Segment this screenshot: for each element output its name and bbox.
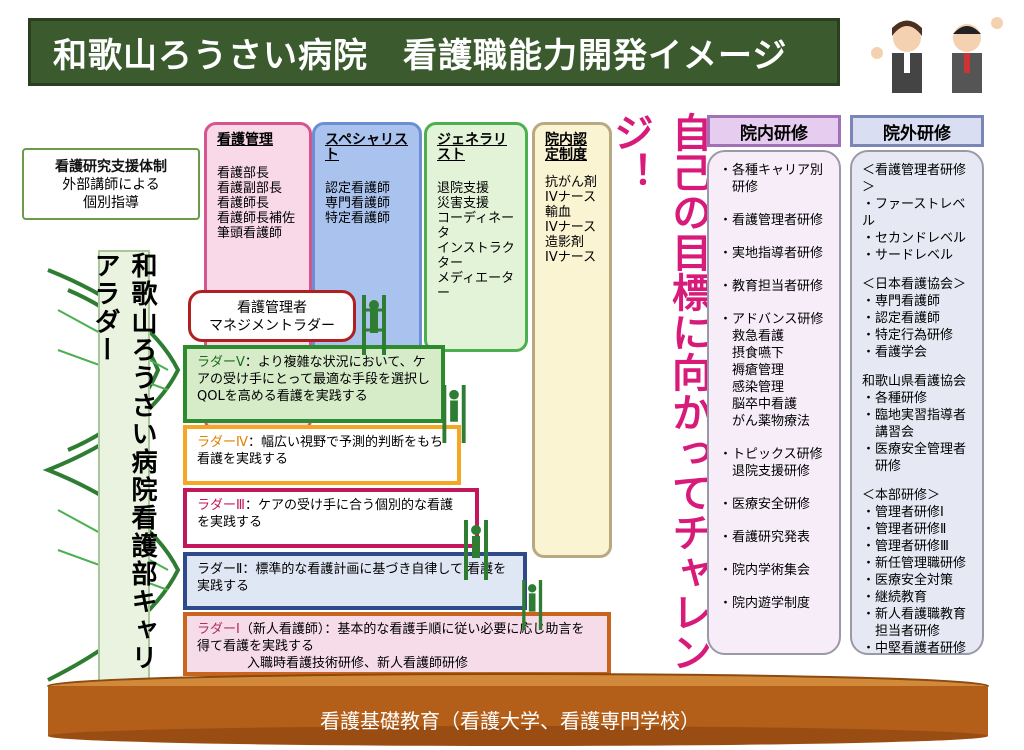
category-title: 院内認定制度	[545, 133, 599, 163]
research-support-box: 看護研究支援体制 外部講師による 個別指導	[22, 148, 200, 220]
ladder-level: ラダーⅤ	[197, 355, 245, 370]
support-line: 外部講師による	[24, 176, 198, 194]
external-header: 院外研修	[850, 115, 984, 147]
people-illustration	[852, 8, 1022, 108]
climber-icon	[440, 385, 470, 443]
category-certification: 院内認定制度 抗がん剤 IVナース 輸血 IVナース 造影剤 IVナース	[532, 122, 612, 558]
in-hospital-header: 院内研修	[707, 115, 841, 147]
external-list: ＜看護管理者研修＞ ・ファーストレベル ・セカンドレベル ・サードレベル ＜日本…	[850, 150, 984, 655]
category-items: 看護部長 看護副部長 看護師長 看護師長補佐 筆頭看護師	[217, 166, 299, 241]
climber-icon	[360, 295, 390, 355]
ladder-level: ラダーⅣ	[197, 435, 248, 450]
challenge-text: 自己の目標に向かってチャレンジ！	[601, 112, 717, 672]
ladder-sub: 入職時看護技術研修、新人看護師研修	[197, 655, 597, 672]
list-item: ・教育担当者研修	[719, 278, 829, 295]
list-item: ＜本部研修＞ ・管理者研修Ⅰ ・管理者研修Ⅱ ・管理者研修Ⅲ ・新任管理職研修 …	[862, 487, 972, 657]
climber-icon	[518, 580, 548, 630]
list-item: 和歌山県看護協会 ・各種研修 ・臨地実習指導者 講習会 ・医療安全管理者 研修	[862, 373, 972, 475]
in-hospital-list: ・各種キャリア別 研修 ・看護管理者研修 ・実地指導者研修 ・教育担当者研修 ・…	[707, 150, 841, 655]
category-items: 退院支援 災害支援 コーディネータ インストラクター メディエーター	[437, 181, 515, 301]
ladder-level: ラダーⅢ	[197, 498, 245, 513]
ladder-3: ラダーⅢ：ケアの受け手に合う個別的な看護を実践する	[183, 488, 479, 548]
list-item: ・看護管理者研修	[719, 212, 829, 229]
list-item: ・院内学術集会	[719, 562, 829, 579]
category-items: 抗がん剤 IVナース 輸血 IVナース 造影剤 IVナース	[545, 175, 599, 265]
list-item: ＜日本看護協会＞ ・専門看護師 ・認定看護師 ・特定行為研修 ・看護学会	[862, 276, 972, 361]
support-line: 個別指導	[24, 194, 198, 212]
ladder-level: ラダーⅠ	[197, 622, 240, 637]
manager-ladder-box: 看護管理者 マネジメントラダー	[188, 290, 356, 342]
list-item: ・医療安全研修	[719, 496, 829, 513]
ladder-text: ：標準的な看護計画に基づき自律して 看護を実践する	[197, 562, 506, 594]
list-item: ・トピックス研修 退院支援研修	[719, 446, 829, 480]
list-item: ・各種キャリア別 研修	[719, 162, 829, 196]
category-items: 認定看護師 専門看護師 特定看護師	[325, 181, 409, 226]
climber-icon	[462, 520, 492, 580]
category-generalist: ジェネラリスト 退院支援 災害支援 コーディネータ インストラクター メディエー…	[424, 122, 528, 352]
list-item: ・実地指導者研修	[719, 245, 829, 262]
page-title: 和歌山ろうさい病院 看護職能力開発イメージ	[28, 18, 840, 86]
list-item: ＜看護管理者研修＞ ・ファーストレベル ・セカンドレベル ・サードレベル	[862, 162, 972, 264]
ladder-5: ラダーⅤ：より複雑な状況において、ケアの受け手にとって最適な手段を選択しQOLを…	[183, 345, 445, 423]
base-label: 看護基礎教育（看護大学、看護専門学校）	[60, 705, 960, 737]
ladder-4: ラダーⅣ：幅広い視野で予測的判断をもち看護を実践する	[183, 425, 461, 485]
category-title: 看護管理	[217, 133, 299, 148]
ladder-level: ラダーⅡ	[197, 562, 242, 577]
list-item: ・院内遊学制度	[719, 595, 829, 612]
list-item: ・看護研究発表	[719, 529, 829, 546]
list-item: ・アドバンス研修 救急看護 摂食嚥下 褥瘡管理 感染管理 脳卒中看護 がん薬物療…	[719, 311, 829, 430]
career-ladder-label: 和歌山ろうさい病院看護部キャリアラダー	[87, 252, 161, 688]
category-title: ジェネラリスト	[437, 133, 515, 163]
category-title: スペシャリスト	[325, 133, 409, 163]
support-title: 看護研究支援体制	[24, 158, 198, 176]
